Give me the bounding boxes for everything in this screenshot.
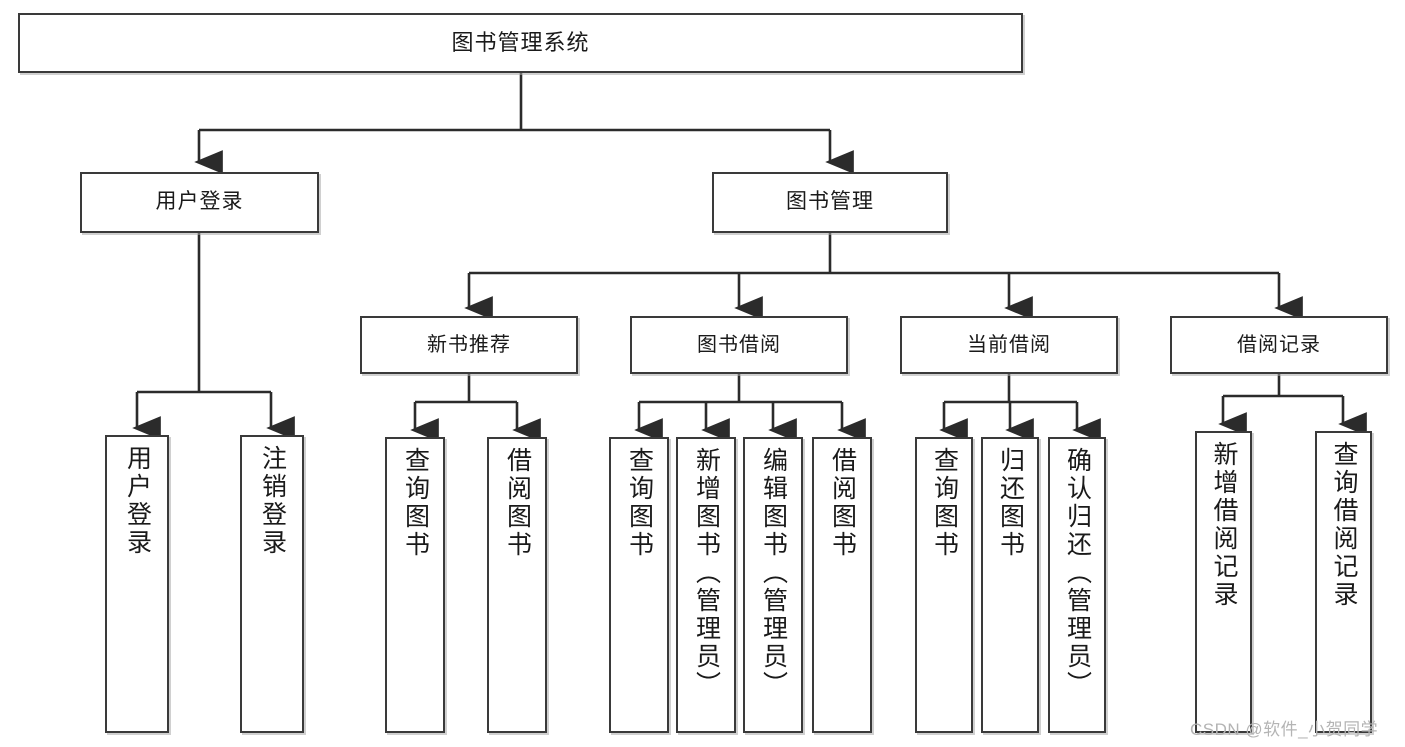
leaf-add-book-admin[interactable]: 新增图书（管理员） [676, 437, 736, 733]
node-label: 当前借阅 [967, 333, 1051, 356]
leaf-edit-book-admin[interactable]: 编辑图书（管理员） [743, 437, 803, 733]
node-label: 图书借阅 [697, 333, 781, 356]
csdn-watermark: CSDN @软件_小贺同学 [1190, 720, 1379, 739]
leaf-label: 用户登录 [123, 445, 152, 557]
node-label: 用户登录 [155, 190, 244, 214]
node-book-management[interactable]: 图书管理 [712, 172, 948, 233]
leaf-add-borrow-record[interactable]: 新增借阅记录 [1195, 431, 1252, 733]
leaf-label: 借阅图书 [828, 447, 857, 559]
leaf-label: 注销登录 [258, 445, 287, 557]
leaf-label: 查询图书 [401, 447, 430, 559]
leaf-user-logout[interactable]: 注销登录 [240, 435, 304, 733]
node-borrow-record[interactable]: 借阅记录 [1170, 316, 1388, 374]
node-label: 图书管理系统 [451, 30, 590, 56]
leaf-label: 确认归还（管理员） [1063, 447, 1092, 699]
leaf-label: 归还图书 [996, 447, 1025, 559]
leaf-query-borrow-record[interactable]: 查询借阅记录 [1315, 431, 1372, 733]
node-user-login[interactable]: 用户登录 [80, 172, 319, 233]
node-label: 图书管理 [786, 190, 874, 214]
node-root-system[interactable]: 图书管理系统 [18, 13, 1023, 73]
node-current-borrow[interactable]: 当前借阅 [900, 316, 1118, 374]
leaf-label: 编辑图书（管理员） [759, 447, 788, 699]
node-new-book-recommend[interactable]: 新书推荐 [360, 316, 578, 374]
leaf-borrow-book-recommend[interactable]: 借阅图书 [487, 437, 547, 733]
node-label: 借阅记录 [1237, 333, 1321, 356]
leaf-label: 新增图书（管理员） [692, 447, 721, 699]
leaf-confirm-return-admin[interactable]: 确认归还（管理员） [1048, 437, 1106, 733]
leaf-borrow-book[interactable]: 借阅图书 [812, 437, 872, 733]
leaf-label: 查询借阅记录 [1330, 441, 1358, 609]
leaf-user-login[interactable]: 用户登录 [105, 435, 169, 733]
node-label: 新书推荐 [427, 333, 511, 356]
leaf-label: 查询图书 [625, 447, 654, 559]
leaf-query-book-current[interactable]: 查询图书 [915, 437, 973, 733]
leaf-return-book[interactable]: 归还图书 [981, 437, 1039, 733]
leaf-query-book-borrow[interactable]: 查询图书 [609, 437, 669, 733]
leaf-query-book-recommend[interactable]: 查询图书 [385, 437, 445, 733]
leaf-label: 查询图书 [930, 447, 959, 559]
leaf-label: 借阅图书 [503, 447, 532, 559]
leaf-label: 新增借阅记录 [1210, 441, 1238, 609]
node-book-borrow[interactable]: 图书借阅 [630, 316, 848, 374]
